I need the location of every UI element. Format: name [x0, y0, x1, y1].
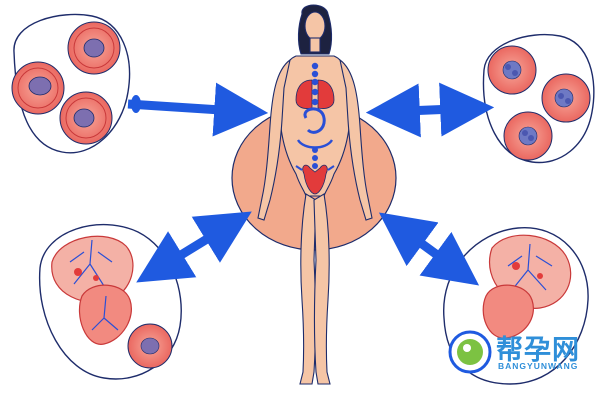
left-leg [299, 193, 317, 385]
tissue-lobe [482, 284, 534, 339]
watermark: 帮孕网 BANGYUNWANG [448, 326, 594, 380]
top-right-cell-panel [482, 33, 595, 164]
cell-icon [127, 323, 173, 369]
uterus-icon [302, 164, 328, 195]
arrow-bottom-right [378, 212, 480, 286]
left-arm [257, 58, 291, 221]
green-circle-logo-icon [448, 330, 492, 374]
arrow-top-right [365, 82, 495, 138]
neck [309, 37, 321, 53]
cell-icon [59, 91, 113, 145]
cell-icon [11, 61, 65, 115]
cell-icon [503, 111, 553, 161]
top-left-cell-panel [11, 13, 131, 154]
right-leg [313, 193, 331, 385]
right-lung-icon [317, 79, 335, 109]
watermark-english-text: BANGYUNWANG [498, 361, 579, 371]
stomach-loop [303, 107, 326, 134]
cell-icon [541, 73, 591, 123]
organs [295, 62, 335, 195]
watermark-chinese-text: 帮孕网 [496, 335, 580, 366]
arrow-bottom-left [136, 211, 252, 283]
connector-arrows [127, 82, 495, 286]
cell-icon [67, 21, 121, 75]
arrow-top-left [127, 82, 269, 137]
left-lung-icon [295, 79, 313, 109]
right-arm [339, 58, 373, 221]
cell-icon [487, 45, 537, 95]
head [304, 11, 326, 41]
bottom-left-tissue-panel [38, 223, 182, 380]
